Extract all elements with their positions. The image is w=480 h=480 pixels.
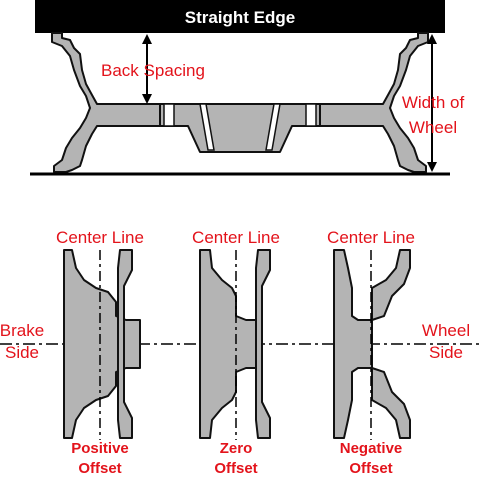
wheel-zero-offset: Center Line Zero Offset	[192, 228, 280, 477]
wheel-barrel	[371, 367, 411, 439]
wheel-barrel	[117, 249, 133, 439]
width-of-wheel-label-2: Wheel	[409, 118, 457, 137]
offset-label-1: Zero	[220, 440, 253, 457]
wheel-profile	[199, 249, 259, 439]
wheel-side-label-1: Wheel	[422, 321, 470, 340]
rim-left-profile	[51, 32, 161, 173]
center-line-label: Center Line	[327, 228, 415, 247]
bolt-hole	[305, 103, 317, 127]
offset-label-1: Positive	[71, 440, 129, 457]
arrow-head-down	[427, 162, 437, 172]
center-line-label: Center Line	[192, 228, 280, 247]
wheel-barrel	[255, 249, 271, 439]
brake-side-label-2: Side	[5, 343, 39, 362]
wheel-profile	[333, 249, 373, 439]
arrow-head-up	[427, 34, 437, 44]
straight-edge-label: Straight Edge	[185, 8, 296, 27]
straight-edge-bar	[35, 0, 445, 33]
wheel-hub	[159, 103, 321, 153]
wheel-negative-offset: Center Line Negative Offset	[327, 228, 415, 477]
offset-label-2: Offset	[349, 460, 392, 477]
width-of-wheel-label-1: Width of	[402, 93, 465, 112]
offset-label-2: Offset	[214, 460, 257, 477]
brake-side-label-1: Brake	[0, 321, 44, 340]
offset-label-2: Offset	[78, 460, 121, 477]
wheel-barrel-top	[371, 249, 411, 321]
arrow-head-down	[142, 94, 152, 104]
offset-label-1: Negative	[340, 440, 403, 457]
back-spacing-label: Back Spacing	[101, 61, 205, 80]
hub-center-channel	[199, 103, 281, 151]
offset-comparison: Brake Side Wheel Side Center Line Positi…	[0, 228, 480, 477]
wheel-profile	[63, 249, 141, 439]
arrow-head-up	[142, 34, 152, 44]
top-wheel-section: Straight Edge Back Spacing Width of Whee…	[30, 0, 465, 176]
wheel-side-label-2: Side	[429, 343, 463, 362]
wheel-positive-offset: Center Line Positive Offset	[56, 228, 144, 477]
bolt-hole	[163, 103, 175, 127]
rim-right-profile	[319, 32, 429, 173]
center-line-label: Center Line	[56, 228, 144, 247]
